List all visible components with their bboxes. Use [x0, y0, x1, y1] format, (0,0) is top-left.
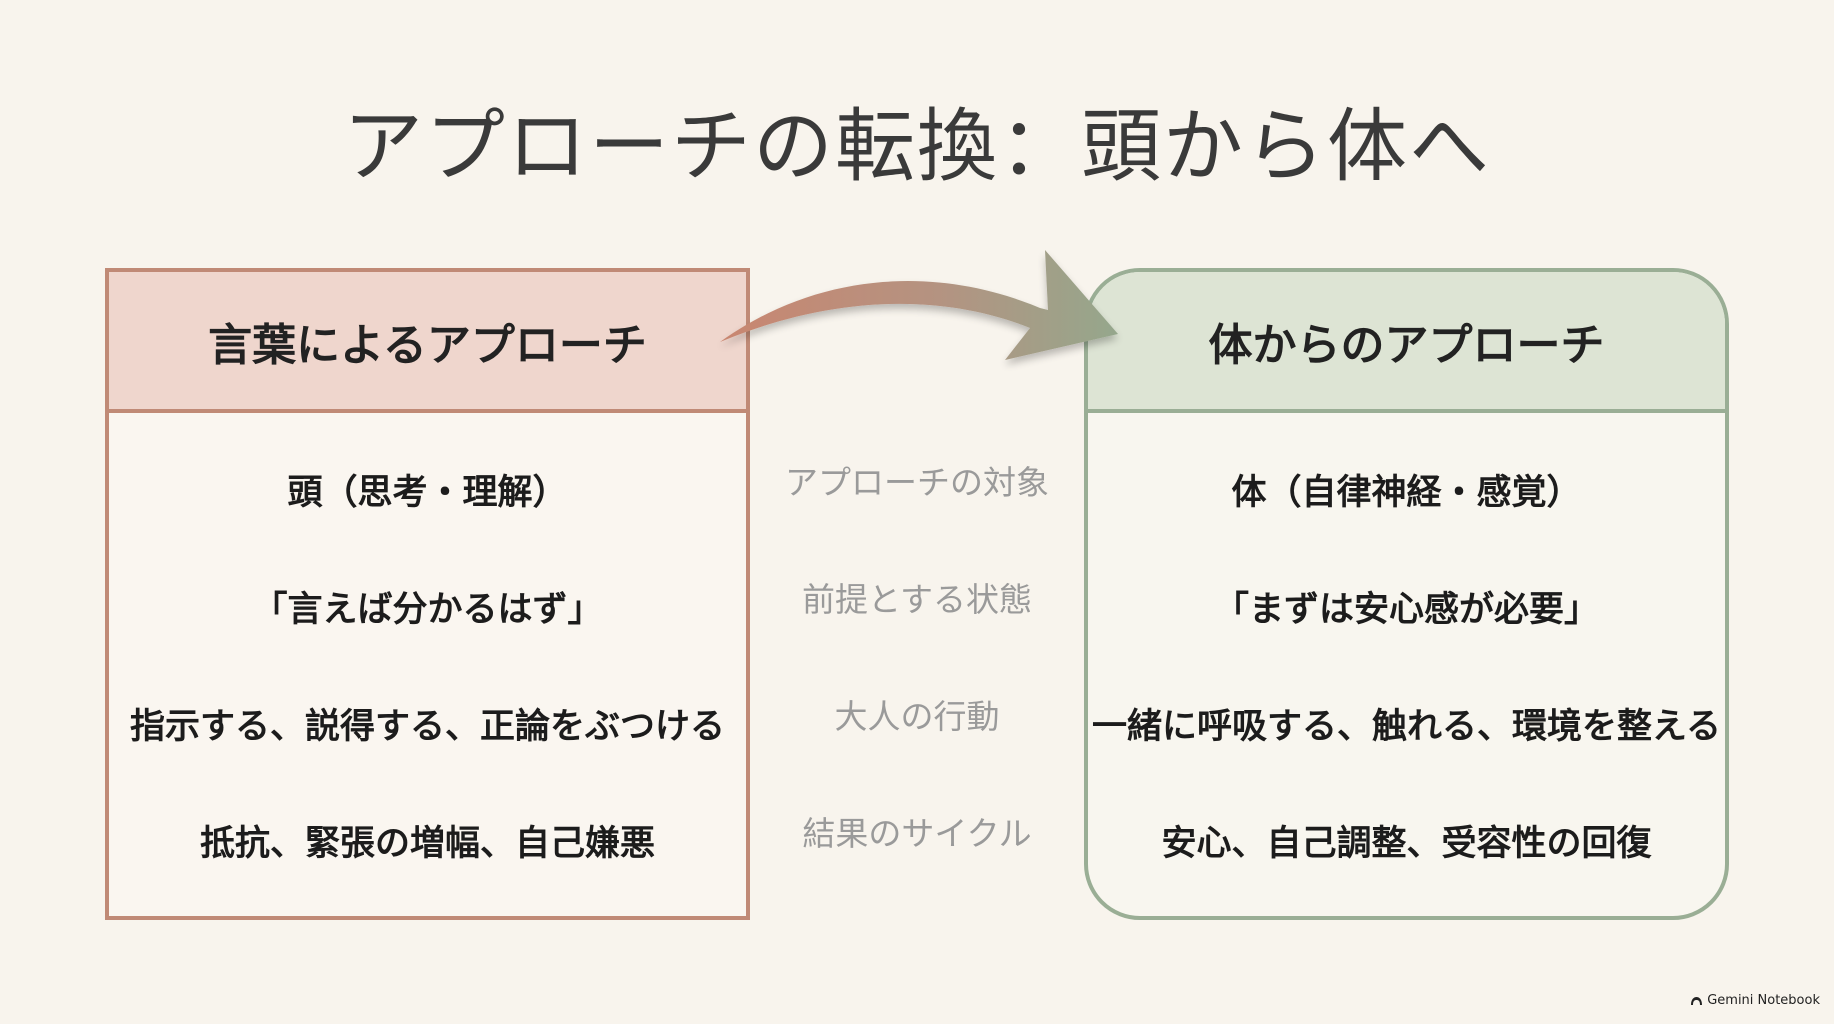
body-approach-panel: 体からのアプローチ 体（自律神経・感覚） 「まずは安心感が必要」 一緒に呼吸する… — [1084, 268, 1729, 920]
body-premise: 「まずは安心感が必要」 — [1213, 590, 1599, 630]
slide-title: アプローチの転換：頭から体へ — [343, 100, 1491, 193]
body-result: 安心、自己調整、受容性の回復 — [1161, 824, 1652, 864]
gemini-notebook-icon — [1691, 996, 1703, 1005]
verbal-approach-heading: 言葉によるアプローチ — [109, 272, 746, 413]
verbal-result: 抵抗、緊張の増幅、自己嫌悪 — [199, 824, 655, 864]
brand-label: Gemini Notebook — [1707, 993, 1820, 1008]
body-target: 体（自律神経・感覚） — [1231, 473, 1582, 513]
verbal-action: 指示する、説得する、正論をぶつける — [129, 707, 725, 747]
label-result-cycle: 結果のサイクル — [802, 814, 1032, 853]
body-action: 一緒に呼吸する、触れる、環境を整える — [1092, 707, 1721, 747]
gemini-notebook-brand: Gemini Notebook — [1690, 993, 1820, 1008]
transition-arrow-icon — [720, 250, 1118, 360]
body-approach-heading: 体からのアプローチ — [1088, 272, 1725, 413]
label-premise-state: 前提とする状態 — [801, 580, 1032, 619]
verbal-premise: 「言えば分かるはず」 — [252, 590, 603, 630]
verbal-approach-panel: 言葉によるアプローチ 頭（思考・理解） 「言えば分かるはず」 指示する、説得する… — [105, 268, 750, 920]
label-approach-target: アプローチの対象 — [785, 463, 1049, 502]
label-adult-action: 大人の行動 — [834, 697, 1000, 736]
verbal-target: 頭（思考・理解） — [287, 473, 568, 513]
